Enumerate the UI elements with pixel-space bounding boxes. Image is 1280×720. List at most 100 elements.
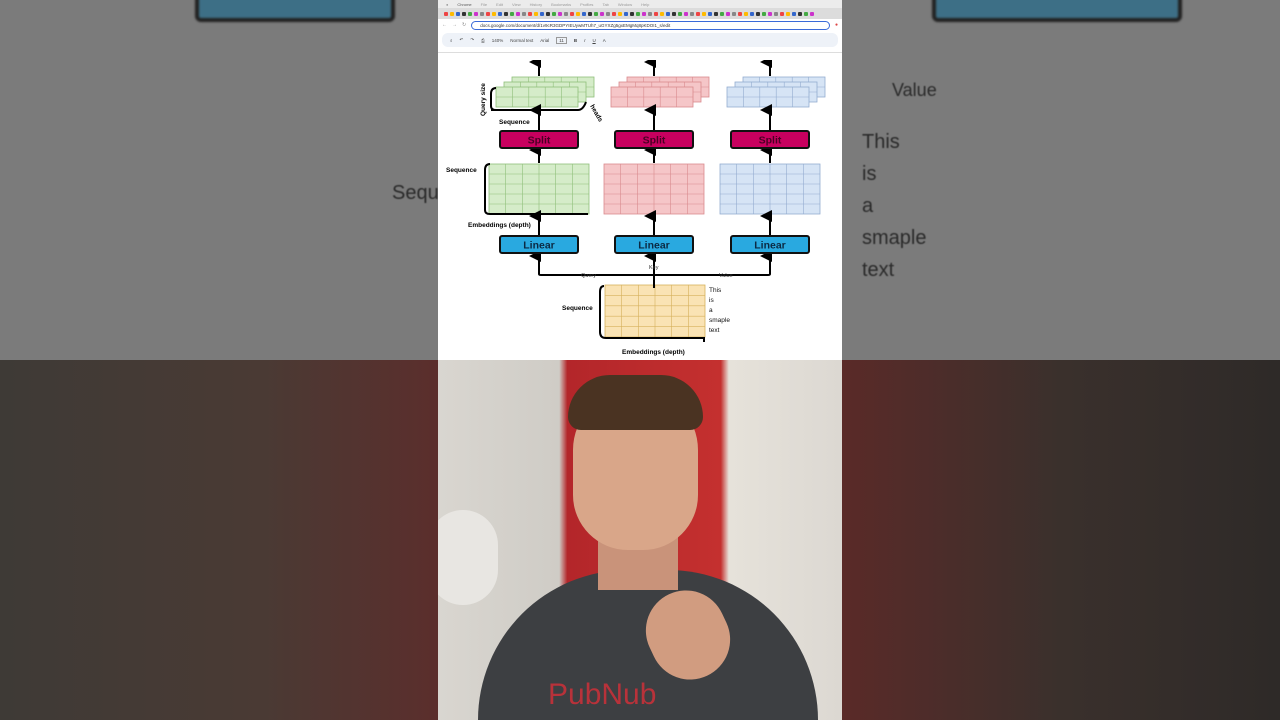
style-select[interactable]: Normal text bbox=[510, 37, 534, 43]
tab-favicon[interactable] bbox=[576, 11, 580, 16]
tab-favicon[interactable] bbox=[474, 11, 478, 16]
menu-item[interactable]: History bbox=[529, 1, 543, 7]
menu-item[interactable]: Help bbox=[641, 1, 650, 7]
tab-favicon[interactable] bbox=[450, 11, 454, 16]
tab-favicon[interactable] bbox=[762, 11, 766, 16]
tab-favicon[interactable] bbox=[594, 11, 598, 16]
tab-favicon[interactable] bbox=[456, 11, 460, 16]
search-icon[interactable]: ⌕ bbox=[450, 37, 453, 43]
tab-favicon[interactable] bbox=[462, 11, 466, 16]
font-select[interactable]: Arial bbox=[540, 37, 550, 43]
tab-favicon[interactable] bbox=[558, 11, 562, 16]
tab-favicon[interactable] bbox=[546, 11, 550, 16]
tab-favicon[interactable] bbox=[702, 11, 706, 16]
menu-item[interactable]: Tab bbox=[602, 1, 609, 7]
tab-favicon[interactable] bbox=[696, 11, 700, 16]
tab-favicon[interactable] bbox=[636, 11, 640, 16]
tab-favicon[interactable] bbox=[504, 11, 508, 16]
menu-item[interactable]: Chrome bbox=[457, 1, 472, 7]
text-color-button[interactable]: A bbox=[602, 37, 606, 43]
tab-favicon[interactable] bbox=[810, 11, 814, 16]
tab-favicon[interactable] bbox=[660, 11, 664, 16]
reload-icon[interactable]: ↻ bbox=[462, 22, 467, 28]
tab-favicon[interactable] bbox=[492, 11, 496, 16]
tab-favicon[interactable] bbox=[444, 11, 448, 16]
font-size-input[interactable]: 11 bbox=[556, 36, 567, 44]
tab-favicon[interactable] bbox=[528, 11, 532, 16]
tab-favicon[interactable] bbox=[606, 11, 610, 16]
blurred-sequence-label: Sequence bbox=[392, 182, 438, 204]
zoom-select[interactable]: 140% bbox=[491, 37, 504, 43]
tab-favicon[interactable] bbox=[732, 11, 736, 16]
tab-favicon[interactable] bbox=[672, 11, 676, 16]
svg-text:a: a bbox=[709, 307, 713, 314]
underline-button[interactable]: U bbox=[592, 37, 596, 43]
redo-icon[interactable]: ↷ bbox=[470, 37, 475, 42]
tab-favicon[interactable] bbox=[774, 11, 778, 16]
tab-favicon[interactable] bbox=[726, 11, 730, 16]
tab-favicon[interactable] bbox=[480, 11, 484, 16]
tab-favicon[interactable] bbox=[684, 11, 688, 16]
browser-tab-strip[interactable] bbox=[438, 8, 842, 19]
tab-favicon[interactable] bbox=[468, 11, 472, 16]
bold-button[interactable]: B bbox=[573, 37, 578, 43]
tab-favicon[interactable] bbox=[612, 11, 616, 16]
menu-item[interactable]: Profiles bbox=[580, 1, 594, 7]
tab-favicon[interactable] bbox=[738, 11, 742, 16]
tab-favicon[interactable] bbox=[804, 11, 808, 16]
query-label: Query bbox=[581, 273, 596, 279]
svg-text:smaple: smaple bbox=[709, 317, 730, 324]
tab-favicon[interactable] bbox=[534, 11, 538, 16]
value-linear-block: Linear bbox=[730, 235, 810, 254]
tab-favicon[interactable] bbox=[654, 11, 658, 16]
tab-favicon[interactable] bbox=[744, 11, 748, 16]
menu-item[interactable]: Bookmarks bbox=[551, 1, 572, 7]
undo-icon[interactable]: ↶ bbox=[459, 37, 464, 42]
tab-favicon[interactable] bbox=[768, 11, 772, 16]
tab-favicon[interactable] bbox=[582, 11, 586, 16]
menu-item[interactable]: File bbox=[480, 1, 488, 7]
menu-item[interactable]: Window bbox=[617, 1, 633, 7]
tab-favicon[interactable] bbox=[666, 11, 670, 16]
tab-favicon[interactable] bbox=[630, 11, 634, 16]
tab-favicon[interactable] bbox=[486, 11, 490, 16]
menu-item[interactable]: Edit bbox=[496, 1, 504, 7]
tab-favicon[interactable] bbox=[588, 11, 592, 16]
tab-favicon[interactable] bbox=[648, 11, 652, 16]
apple-icon[interactable]: ● bbox=[446, 1, 449, 7]
tab-favicon[interactable] bbox=[624, 11, 628, 16]
heads-label: heads bbox=[588, 104, 604, 124]
tab-favicon[interactable] bbox=[750, 11, 754, 16]
back-icon[interactable]: ← bbox=[442, 22, 447, 28]
url-input[interactable]: docs.google.com/document/d/1v9cR3GDPYIEU… bbox=[471, 20, 830, 30]
tab-favicon[interactable] bbox=[564, 11, 568, 16]
tab-favicon[interactable] bbox=[780, 11, 784, 16]
tab-favicon[interactable] bbox=[642, 11, 646, 16]
tab-favicon[interactable] bbox=[618, 11, 622, 16]
tab-favicon[interactable] bbox=[510, 11, 514, 16]
ruler bbox=[438, 47, 842, 53]
tab-favicon[interactable] bbox=[786, 11, 790, 16]
tab-favicon[interactable] bbox=[798, 11, 802, 16]
forward-icon[interactable]: → bbox=[452, 22, 457, 28]
menu-item[interactable]: View bbox=[512, 1, 521, 7]
query-linear-block: Linear bbox=[499, 235, 579, 254]
tab-favicon[interactable] bbox=[720, 11, 724, 16]
tab-favicon[interactable] bbox=[516, 11, 520, 16]
tab-favicon[interactable] bbox=[498, 11, 502, 16]
profile-icon[interactable]: ● bbox=[834, 22, 838, 28]
tab-favicon[interactable] bbox=[690, 11, 694, 16]
tab-favicon[interactable] bbox=[714, 11, 718, 16]
tab-favicon[interactable] bbox=[708, 11, 712, 16]
tab-favicon[interactable] bbox=[570, 11, 574, 16]
tab-favicon[interactable] bbox=[540, 11, 544, 16]
tab-favicon[interactable] bbox=[678, 11, 682, 16]
italic-button[interactable]: I bbox=[584, 37, 586, 43]
tab-favicon[interactable] bbox=[792, 11, 796, 16]
tab-favicon[interactable] bbox=[522, 11, 526, 16]
tab-favicon[interactable] bbox=[552, 11, 556, 16]
tab-favicon[interactable] bbox=[600, 11, 604, 16]
tab-favicon[interactable] bbox=[756, 11, 760, 16]
print-icon[interactable]: ⎙ bbox=[481, 37, 485, 43]
